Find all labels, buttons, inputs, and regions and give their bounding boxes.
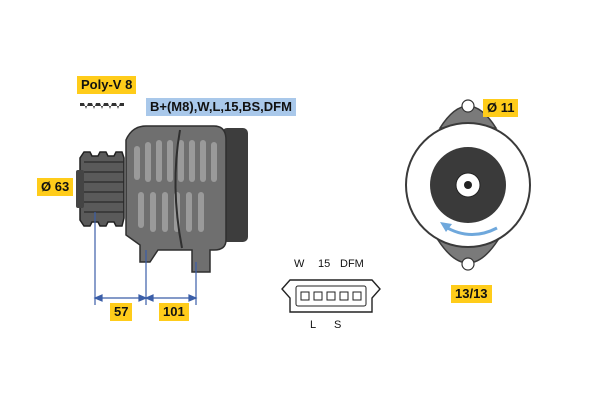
plug-pin-label: DFM [340,258,364,270]
plug-pin-label: 15 [318,258,331,270]
dimension-lines [93,212,198,305]
alternator-front-view [405,99,531,271]
belt-label: Poly-V 8 [77,76,137,94]
plug-connector [281,279,381,313]
clock-position-label: 13/13 [451,285,492,303]
plug-pin-label: W [294,258,305,270]
dimension-a-label: 57 [110,303,133,321]
pulley-diameter-label: Ø 63 [37,178,74,196]
connection-label: B+(M8),W,L,15,BS,DFM [146,98,296,116]
plug-pin-label: L [310,319,317,331]
alternator-side-view [76,125,248,273]
poly-v-icon [80,103,124,109]
plug-pin-label: S [334,319,342,331]
mount-hole-label: Ø 11 [483,99,519,117]
rotation-arrow-icon [440,222,498,236]
dimension-b-label: 101 [159,303,189,321]
